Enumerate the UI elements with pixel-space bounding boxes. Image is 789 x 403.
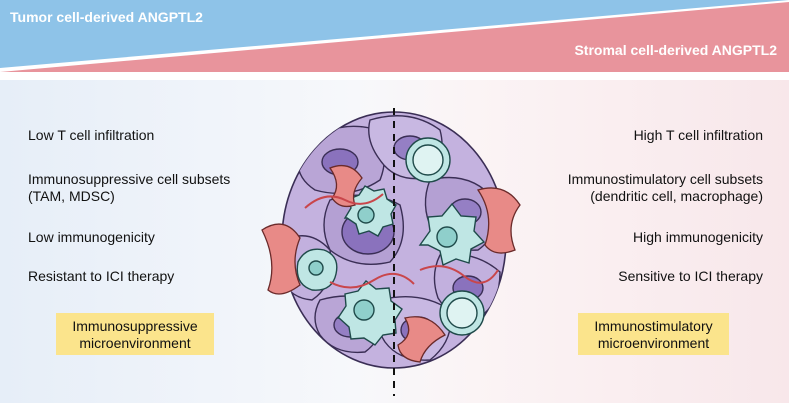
fibroblast xyxy=(261,223,301,295)
left-item-cell-subsets-detail: (TAM, MDSC) xyxy=(28,188,115,204)
fibroblasts xyxy=(261,164,521,363)
stromal-derived-label: Stromal cell-derived ANGPTL2 xyxy=(574,42,777,58)
right-item-ici: Sensitive to ICI therapy xyxy=(618,268,763,284)
fibroblast xyxy=(397,316,446,363)
stromal-derived-wedge xyxy=(0,2,789,72)
immune-cells xyxy=(296,137,486,346)
left-item-t-cell: Low T cell infiltration xyxy=(28,127,155,143)
macrophage-nucleus xyxy=(357,206,375,224)
tumor-derived-label: Tumor cell-derived ANGPTL2 xyxy=(10,9,203,25)
dendritic-nucleus xyxy=(436,226,458,248)
fiber xyxy=(304,193,384,209)
left-box-line-1: Immunosuppressive xyxy=(72,318,198,334)
right-box-line-1: Immunostimulatory xyxy=(594,318,713,334)
fibroblast xyxy=(328,164,363,208)
left-item-cell-subsets: Immunosuppressive cell subsets xyxy=(28,171,231,187)
right-box-line-2: microenvironment xyxy=(597,335,710,351)
left-item-immunogenicity: Low immunogenicity xyxy=(28,229,155,245)
tumor-derived-wedge xyxy=(0,0,789,68)
t-cell-nucleus xyxy=(412,144,444,176)
right-item-immunogenicity: High immunogenicity xyxy=(633,229,763,245)
tam-nucleus xyxy=(353,299,375,321)
right-item-t-cell: High T cell infiltration xyxy=(633,127,763,143)
angptl2-gradient-banner xyxy=(0,0,789,72)
immunosuppressive-box: Immunosuppressive microenvironment xyxy=(56,313,214,355)
left-box-line-2: microenvironment xyxy=(79,335,191,351)
right-item-cell-subsets: Immunostimulatory cell subsets xyxy=(567,171,763,187)
immunostimulatory-box: Immunostimulatory microenvironment xyxy=(578,313,729,355)
mdsc-nucleus xyxy=(308,260,324,276)
left-item-ici: Resistant to ICI therapy xyxy=(28,268,175,284)
angptl2-fibers xyxy=(304,193,499,289)
fiber xyxy=(329,273,415,289)
right-item-cell-subsets-detail: (dendritic cell, macrophage) xyxy=(590,188,763,204)
fibroblast xyxy=(476,187,521,254)
t-cell-nucleus xyxy=(446,297,478,329)
fiber xyxy=(419,265,499,284)
